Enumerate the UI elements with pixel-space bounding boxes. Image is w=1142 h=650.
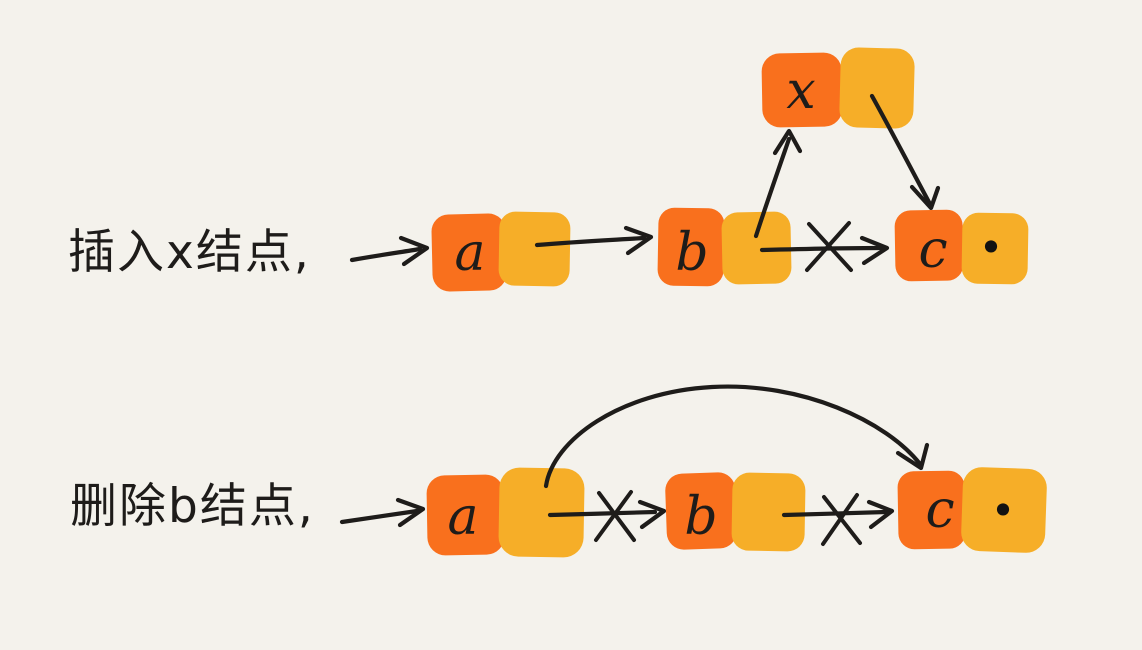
- delete-null-pointer-dot: •: [991, 486, 1016, 535]
- insert-arrow-a-to-b: [534, 225, 654, 256]
- arrow-shaft: [349, 246, 423, 263]
- delete-node-c-data-cell: [897, 470, 966, 550]
- arrow-shaft: [543, 384, 923, 489]
- arrow-shaft: [869, 93, 933, 207]
- insert-node-c-data-cell: [894, 209, 964, 282]
- cross-out-icon: [594, 490, 633, 542]
- delete-node-b-data-cell: [665, 472, 737, 550]
- insert-node-c-letter: c: [918, 220, 947, 280]
- insert-node-a: a: [431, 211, 571, 292]
- delete-head-arrow: [339, 497, 426, 528]
- insert-node-b-letter: b: [675, 223, 708, 283]
- delete-old-arrow-a-to-b: [547, 490, 667, 542]
- insert-label: 插入x结点,: [68, 225, 311, 280]
- cross-out-icon: [821, 493, 859, 546]
- delete-node-a: a: [426, 467, 585, 558]
- delete-node-c: c •: [897, 467, 1047, 553]
- insert-node-b-pointer-cell: [721, 211, 792, 285]
- delete-curved-arrow-a-to-c: [543, 384, 930, 489]
- arrow-shaft: [534, 235, 647, 248]
- insert-arrow-x-to-c: [869, 93, 941, 211]
- arrowhead-icon: [895, 442, 930, 471]
- delete-node-b-pointer-cell: [731, 472, 806, 552]
- delete-node-a-letter: a: [447, 487, 478, 547]
- delete-node-c-letter: c: [925, 480, 954, 540]
- insert-node-a-letter: a: [454, 223, 485, 283]
- insert-node-x-pointer-cell: [839, 47, 915, 129]
- arrowhead-icon: [637, 499, 667, 530]
- delete-node-a-data-cell: [426, 474, 505, 556]
- insert-node-b: b: [657, 207, 792, 287]
- insert-head-arrow: [349, 235, 430, 267]
- arrowhead-icon: [395, 497, 426, 528]
- insert-node-b-data-cell: [657, 207, 725, 287]
- arrowhead-icon: [859, 235, 890, 266]
- insert-node-x-data-cell: [761, 52, 843, 128]
- insert-null-pointer-dot: •: [979, 223, 1004, 272]
- arrowhead-icon: [398, 235, 430, 267]
- arrow-shaft: [547, 509, 658, 518]
- insert-diagram: 插入x结点, a b: [68, 47, 1029, 292]
- arrowhead-icon: [909, 184, 941, 211]
- delete-node-c-pointer-cell: [961, 467, 1047, 553]
- arrow-shaft: [753, 136, 792, 239]
- delete-diagram: 删除b结点, a: [70, 384, 1047, 558]
- arrow-shaft: [759, 245, 884, 253]
- insert-node-x-letter: x: [786, 61, 815, 121]
- insert-node-a-pointer-cell: [498, 211, 571, 287]
- insert-arrow-b-to-x: [753, 128, 803, 239]
- insert-node-c-pointer-cell: [961, 212, 1029, 285]
- arrowhead-icon: [772, 128, 803, 156]
- delete-node-b-letter: b: [684, 487, 717, 547]
- delete-old-arrow-b-to-c: [781, 493, 895, 546]
- cross-out-icon: [597, 491, 636, 542]
- insert-node-c: c •: [894, 209, 1029, 285]
- arrowhead-icon: [866, 499, 895, 530]
- cross-out-icon: [805, 221, 851, 272]
- delete-node-b: b: [665, 472, 806, 552]
- insert-old-arrow-b-to-c: [759, 221, 890, 272]
- delete-node-a-pointer-cell: [498, 467, 585, 558]
- delete-label: 删除b结点,: [70, 479, 315, 534]
- arrowhead-icon: [623, 225, 654, 256]
- insert-node-x: x: [761, 47, 915, 129]
- arrow-shaft: [339, 508, 420, 525]
- insert-node-a-data-cell: [431, 213, 507, 292]
